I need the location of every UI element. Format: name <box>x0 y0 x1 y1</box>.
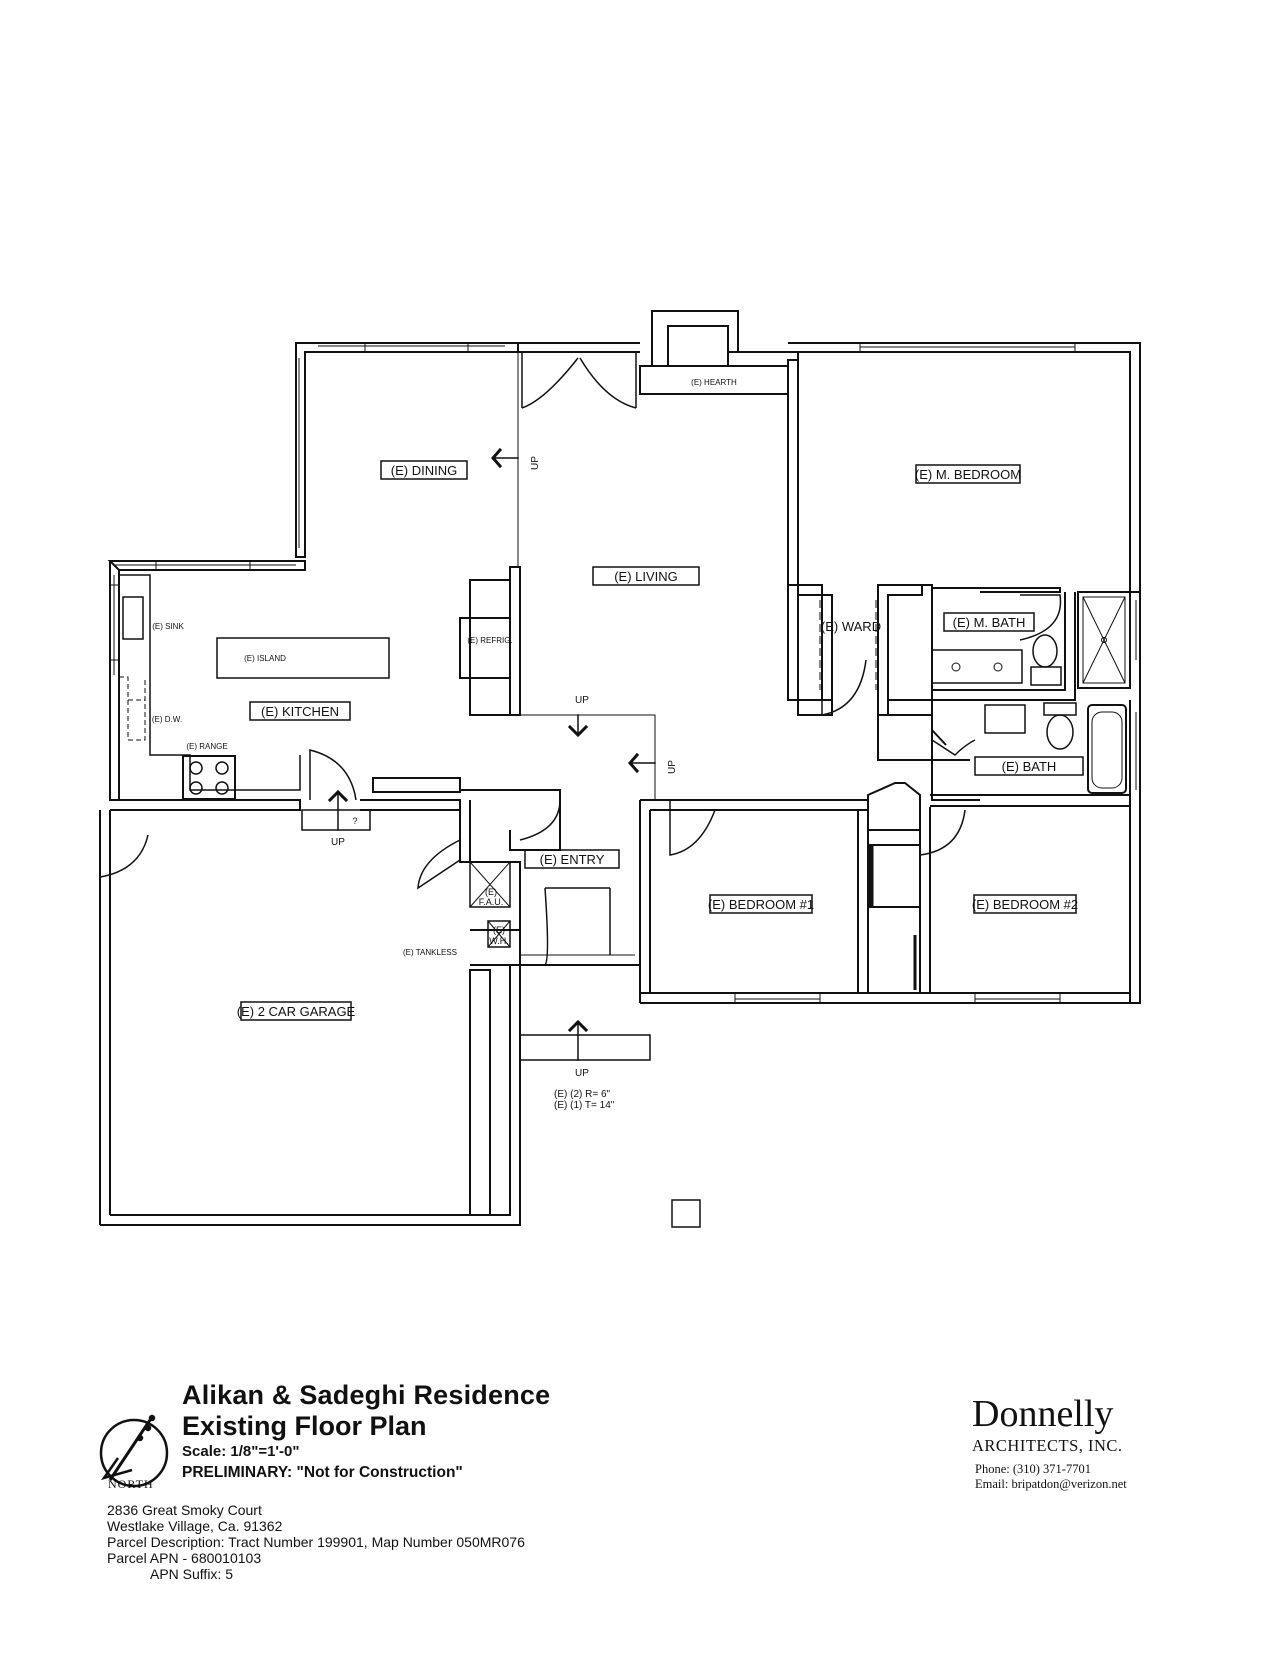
project-title: Alikan & Sadeghi Residence <box>182 1380 551 1410</box>
column-pad <box>671 1199 701 1228</box>
fau-label-1: (E) <box>485 887 497 897</box>
up-label-front: UP <box>575 1068 589 1079</box>
entry-label-box <box>524 849 620 869</box>
refrigerator <box>469 579 511 716</box>
room-dining: (E) DINING <box>391 463 457 478</box>
m-bedroom-label-box <box>915 464 1021 484</box>
hearth-label: (E) HEARTH <box>691 378 737 387</box>
room-bath: (E) BATH <box>1002 759 1057 774</box>
bath-sink <box>984 704 1026 734</box>
kitchen-sink <box>122 596 144 640</box>
room-garage: (E) 2 CAR GARAGE <box>237 1004 356 1019</box>
address-line-4: Parcel APN - 680010103 <box>107 1550 262 1566</box>
sheet-title: Existing Floor Plan <box>182 1411 427 1441</box>
room-kitchen: (E) KITCHEN <box>261 704 339 719</box>
refrig-label: (E) REFRIG. <box>467 636 512 645</box>
room-living: (E) LIVING <box>614 569 678 584</box>
unknown-label: ? <box>352 816 357 826</box>
room-entry: (E) ENTRY <box>540 852 605 867</box>
wh-label-1: (E) <box>493 925 505 935</box>
room-m-bath: (E) M. BATH <box>953 615 1026 630</box>
range <box>182 755 236 800</box>
fau-label-2: F.A.U. <box>479 897 504 907</box>
living-label-box <box>592 566 700 586</box>
room-m-bedroom: (E) M. BEDROOM <box>915 467 1021 482</box>
garage-south-wall <box>100 964 521 1226</box>
north-arrow <box>99 1414 169 1488</box>
bathtub <box>1087 704 1127 794</box>
riser-note: (E) (2) R= 6" <box>554 1089 611 1100</box>
preliminary-note: PRELIMINARY: "Not for Construction" <box>182 1464 463 1481</box>
bedroom2-label-box <box>973 894 1077 914</box>
range-label: (E) RANGE <box>186 742 227 751</box>
up-label-hall: UP <box>667 760 678 774</box>
m-bath-label-box <box>943 612 1035 632</box>
tankless-label: (E) TANKLESS <box>403 948 457 957</box>
firm-subtitle: ARCHITECTS, INC. <box>972 1436 1123 1455</box>
firm-email: Email: bripatdon@verizon.net <box>975 1477 1127 1491</box>
address-line-2: Westlake Village, Ca. 91362 <box>107 1518 283 1534</box>
stair-arrows <box>327 447 656 1061</box>
m-bedroom-walls <box>787 342 1141 701</box>
garage-label-box <box>240 1001 352 1021</box>
dining-label-box <box>380 460 468 480</box>
up-label-garage: UP <box>331 837 345 848</box>
doors <box>99 352 1062 966</box>
wh-label-2: W.H. <box>489 936 509 946</box>
bedroom1-label-box <box>709 894 813 914</box>
north-label: NORTH <box>108 1477 154 1491</box>
up-label-living: UP <box>575 695 589 706</box>
tread-note: (E) (1) T= 14" <box>554 1100 615 1111</box>
island-label: (E) ISLAND <box>244 654 286 663</box>
kitchen-north-wall <box>107 560 306 571</box>
fau-unit <box>469 861 511 908</box>
counter-east <box>372 777 461 793</box>
garage-west-wall <box>99 810 111 1225</box>
kitchen-label-box <box>249 701 351 721</box>
dw-label: (E) D.W. <box>152 715 182 724</box>
room-bedroom-1: (E) BEDROOM #1 <box>708 897 814 912</box>
address-line-5: APN Suffix: 5 <box>150 1566 234 1582</box>
m-bath-toilet <box>1032 634 1058 668</box>
room-ward: (E) WARD <box>821 619 881 634</box>
address-line-1: 2836 Great Smoky Court <box>107 1502 262 1518</box>
scale-note: Scale: 1/8"=1'-0" <box>182 1443 300 1460</box>
bath-label-box <box>974 756 1084 776</box>
bedroom-south-wall <box>640 992 1140 1004</box>
room-bedroom-2: (E) BEDROOM #2 <box>972 897 1078 912</box>
up-label-dining: UP <box>530 456 541 470</box>
m-bath-vanity <box>931 649 1023 684</box>
firm-phone: Phone: (310) 371-7701 <box>975 1462 1091 1476</box>
sink-label: (E) SINK <box>152 622 184 631</box>
garage-shelf <box>469 969 491 1216</box>
shower <box>1077 591 1131 689</box>
kitchen-island <box>216 637 390 679</box>
address-line-3: Parcel Description: Tract Number 199901,… <box>107 1534 525 1550</box>
bath-toilet <box>1046 714 1074 750</box>
water-heater <box>487 920 511 948</box>
chimney <box>651 310 739 367</box>
firm-name: Donnelly <box>972 1393 1114 1435</box>
dining-exterior-wall <box>295 342 519 558</box>
